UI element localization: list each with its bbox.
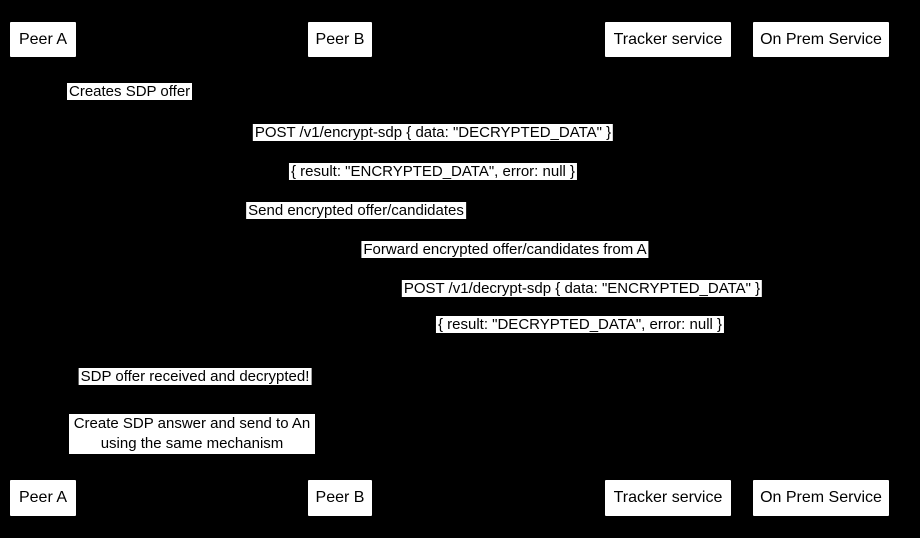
message-label-encrypt-request: POST /v1/encrypt-sdp { data: "DECRYPTED_… [252,124,614,141]
message-label-decrypt-response: { result: "DECRYPTED_DATA", error: null … [435,316,725,333]
message-label-encrypt-response: { result: "ENCRYPTED_DATA", error: null … [288,163,578,180]
participant-peer-a-top: Peer A [10,22,76,57]
message-arrow-send-offer [43,230,668,231]
message-arrow-encrypt-request [43,152,821,153]
note-create-sdp-answer: Create SDP answer and send to An using t… [69,414,315,454]
note-line-2: using the same mechanism [100,435,284,452]
participant-on-prem-service-top: On Prem Service [753,22,889,57]
note-line-1: Create SDP answer and send to An [73,415,311,432]
participant-tracker-service-bottom: Tracker service [605,480,731,516]
message-label-forward-offer: Forward encrypted offer/candidates from … [361,241,649,258]
participant-peer-b-bottom: Peer B [308,480,372,516]
message-arrow-offer-received [43,396,340,397]
participant-peer-b-top: Peer B [308,22,372,57]
message-label-send-offer: Send encrypted offer/candidates [246,202,466,219]
message-arrow-decrypt-response [340,345,821,346]
message-arrow-forward-offer [340,269,668,270]
lifeline-tracker-service [668,57,669,481]
participant-peer-a-bottom: Peer A [10,480,76,516]
lifeline-peer-a [43,57,44,481]
message-arrow-encrypt-response [43,191,821,192]
participant-on-prem-service-bottom: On Prem Service [753,480,889,516]
message-label-creates-sdp-offer: Creates SDP offer [67,83,193,100]
lifeline-on-prem-service [821,57,822,481]
message-arrow-self-peer-a [43,110,73,111]
participant-tracker-service-top: Tracker service [605,22,731,57]
message-arrow-decrypt-request [340,307,821,308]
message-label-decrypt-request: POST /v1/decrypt-sdp { data: "ENCRYPTED_… [401,280,763,297]
message-label-offer-received: SDP offer received and decrypted! [78,368,312,385]
